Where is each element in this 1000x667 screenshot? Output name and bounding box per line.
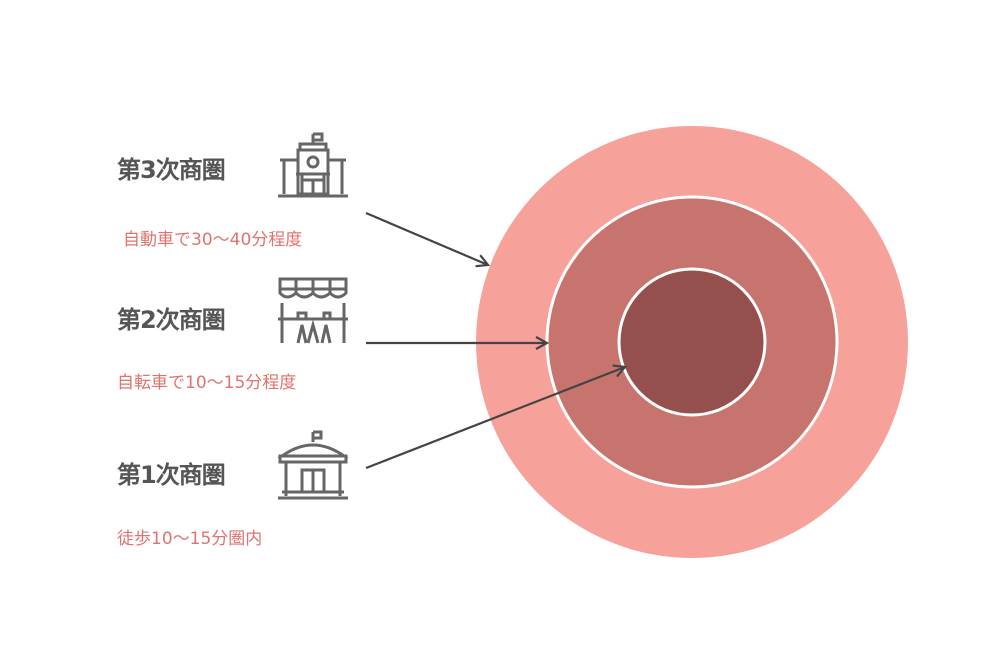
arrow-zone-3 [365, 211, 488, 265]
zone-1-title: 第1次商圏 [117, 461, 226, 489]
zone-3-description: 自動車で30〜40分程度 [123, 230, 303, 250]
inner-circle-zone-1 [617, 267, 767, 417]
zone-1-description: 徒歩10〜15分圏内 [117, 529, 263, 549]
zone-2-description: 自転車で10〜15分程度 [117, 373, 297, 393]
small-shop-icon [277, 430, 349, 500]
building-with-flag-icon [278, 132, 348, 198]
arrow-zone-1 [365, 367, 625, 470]
zone-3-title: 第3次商圏 [117, 156, 226, 184]
zone-2-title: 第2次商圏 [117, 306, 226, 334]
storefront-awning-icon [278, 277, 348, 344]
